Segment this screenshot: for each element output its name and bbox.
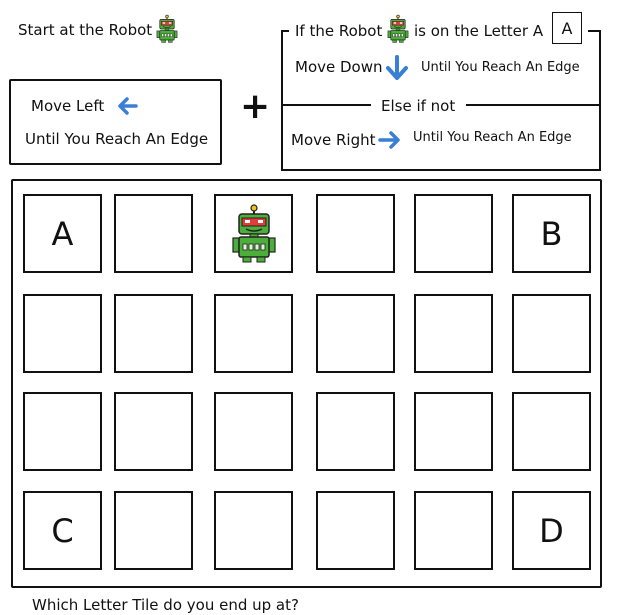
tile-r2-c5[interactable] xyxy=(414,294,493,373)
tile-r1-c4[interactable] xyxy=(316,194,395,273)
tile-r3-c5[interactable] xyxy=(414,392,493,471)
tile-r1-c2[interactable] xyxy=(114,194,193,273)
move-down-until: Until You Reach An Edge xyxy=(421,60,580,75)
else-label: Else if not xyxy=(381,97,456,115)
tile-r2-c3[interactable] xyxy=(214,294,293,373)
arrow-down-icon xyxy=(386,55,408,80)
arrow-left-icon xyxy=(118,97,138,115)
question-text: Which Letter Tile do you end up at? xyxy=(32,596,299,614)
start-instruction: Start at the Robot xyxy=(18,21,152,39)
if-suffix: is on the Letter A xyxy=(414,22,544,40)
tile-r1-c5[interactable] xyxy=(414,194,493,273)
move-left-until: Until You Reach An Edge xyxy=(25,130,209,148)
tile-letter: A xyxy=(51,214,74,253)
robot-icon xyxy=(155,14,179,44)
tile-r1-c3[interactable] xyxy=(214,194,293,273)
move-right-label: Move Right xyxy=(291,131,376,149)
tile-r3-c2[interactable] xyxy=(114,392,193,471)
tile-letter: C xyxy=(51,511,74,550)
tile-r3-c6[interactable] xyxy=(512,392,591,471)
tile-r4-c2[interactable] xyxy=(114,491,193,570)
robot-icon xyxy=(386,14,410,44)
game-board xyxy=(11,179,602,588)
tile-letter: D xyxy=(539,511,564,550)
plus-sign: + xyxy=(240,86,271,127)
tile-r2-c4[interactable] xyxy=(316,294,395,373)
tile-r4-c3[interactable] xyxy=(214,491,293,570)
tile-r4-c6[interactable]: D xyxy=(512,491,591,570)
tile-r4-c1[interactable]: C xyxy=(23,491,102,570)
letter-a-text: A xyxy=(561,18,573,38)
tile-r3-c1[interactable] xyxy=(23,392,102,471)
tile-r4-c4[interactable] xyxy=(316,491,395,570)
move-right-until: Until You Reach An Edge xyxy=(413,130,572,145)
robot-icon xyxy=(229,204,279,264)
move-left-label: Move Left xyxy=(31,97,105,115)
tile-r3-c4[interactable] xyxy=(316,392,395,471)
start-text: Start at the Robot xyxy=(18,21,153,39)
tile-r2-c6[interactable] xyxy=(512,294,591,373)
tile-r1-c1[interactable]: A xyxy=(23,194,102,273)
letter-a-badge: A xyxy=(552,12,582,44)
tile-r4-c5[interactable] xyxy=(414,491,493,570)
tile-r3-c3[interactable] xyxy=(214,392,293,471)
move-left-box xyxy=(9,79,222,165)
if-prefix: If the Robot xyxy=(295,22,383,40)
tile-r1-c6[interactable]: B xyxy=(512,194,591,273)
arrow-right-icon xyxy=(378,131,400,149)
tile-r2-c2[interactable] xyxy=(114,294,193,373)
tile-letter: B xyxy=(540,214,563,253)
tile-r2-c1[interactable] xyxy=(23,294,102,373)
move-down-label: Move Down xyxy=(295,58,383,76)
